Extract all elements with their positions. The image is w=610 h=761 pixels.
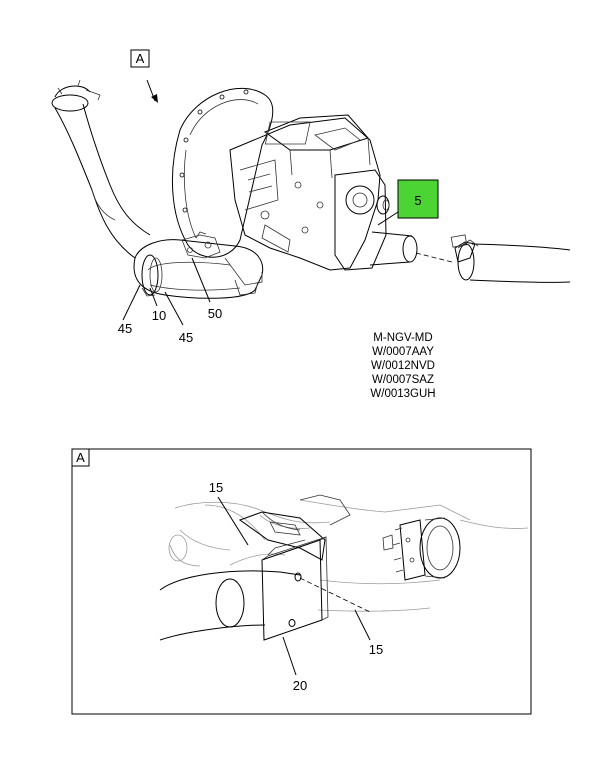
callout-20[interactable]: 20: [293, 678, 307, 693]
leader-5: [377, 211, 399, 226]
detail-marker-box: [71, 448, 90, 467]
callout-5-highlight-box[interactable]: [397, 179, 439, 219]
callout-50[interactable]: 50: [208, 306, 222, 321]
callout-15-bottom[interactable]: 15: [369, 642, 383, 657]
view-marker-label: A: [136, 51, 145, 66]
callout-45-left[interactable]: 45: [118, 321, 132, 336]
detail-marker-label: A: [76, 450, 85, 465]
view-arrow-icon: [151, 94, 158, 103]
callout-10[interactable]: 10: [152, 308, 166, 323]
callout-45-right[interactable]: 45: [179, 330, 193, 345]
callout-5[interactable]: 5: [414, 193, 421, 208]
view-marker-box: [130, 49, 150, 68]
model-code-2: W/0012NVD: [371, 360, 435, 372]
model-code-1: W/0007AAY: [372, 346, 434, 358]
model-code-0: M-NGV-MD: [373, 332, 432, 344]
model-code-3: W/0007SAZ: [372, 374, 434, 386]
model-code-list: M-NGV-MD W/0007AAY W/0012NVD W/0007SAZ W…: [370, 332, 435, 400]
transmission-assembly-illustration: A: [51, 49, 571, 299]
model-code-4: W/0013GUH: [370, 388, 435, 400]
callout-15-top[interactable]: 15: [209, 480, 223, 495]
detail-illustration: [159, 494, 529, 641]
detail-view-frame: [71, 448, 532, 715]
